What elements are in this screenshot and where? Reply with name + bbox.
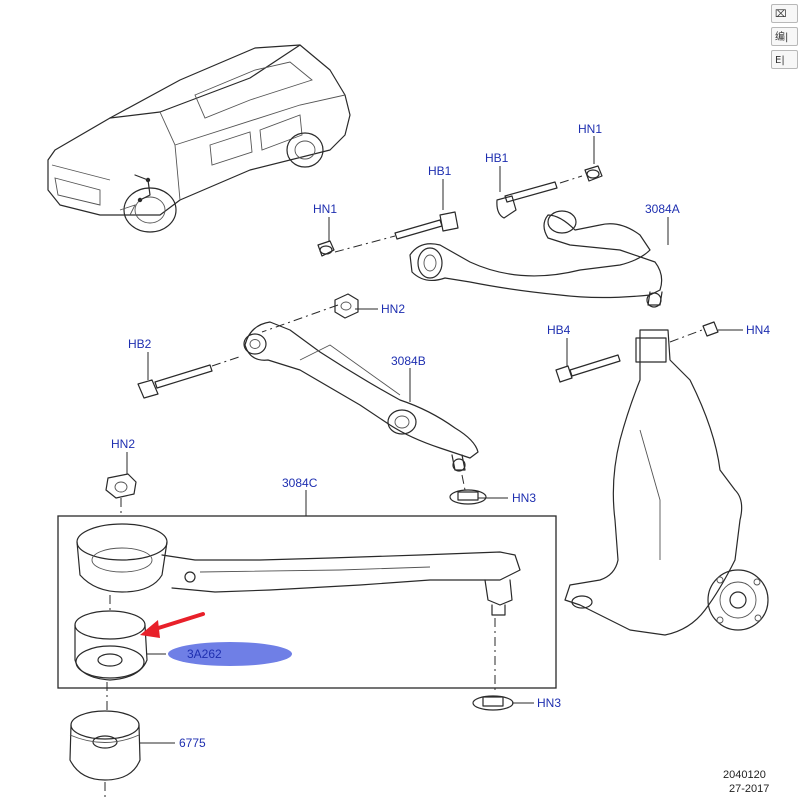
label-hb1-right: HB1 [485, 151, 509, 165]
vehicle-illustration [47, 44, 351, 233]
hn4-nut [669, 321, 719, 343]
label-hn2-top: HN2 [381, 302, 405, 316]
label-hb4: HB4 [547, 323, 571, 337]
label-3084b: 3084B [391, 354, 426, 368]
hn2-nut-top [334, 293, 359, 319]
label-hn1-left: HN1 [313, 202, 337, 216]
upper-control-arm [409, 210, 663, 308]
steering-knuckle [564, 329, 769, 636]
hb1-bolt-left [334, 211, 459, 253]
lower-control-arm-c [76, 523, 521, 690]
label-3a262: 3A262 [187, 647, 222, 661]
lower-control-arm-b [243, 304, 479, 472]
bushing-6775 [69, 682, 141, 800]
label-3084c: 3084C [282, 476, 318, 490]
hn2-nut-left [105, 473, 137, 516]
label-hn4: HN4 [746, 323, 770, 337]
bushing-label-highlight [168, 642, 292, 666]
hb2-bolt [137, 355, 243, 399]
footer-ref-line1: 2040120 [723, 769, 766, 781]
hn3-nut-bottom [472, 695, 514, 711]
label-6775: 6775 [179, 736, 206, 750]
bushing-3a262 [74, 595, 148, 681]
detail-frame [57, 515, 557, 689]
hn1-nut-right [584, 165, 603, 182]
side-button-panel: ⌧ 编| E| [771, 4, 800, 73]
label-hn3-bottom: HN3 [537, 696, 561, 710]
hn1-nut-left [317, 240, 335, 257]
footer-ref-line2: 27-2017 [729, 783, 769, 795]
label-hn1-right: HN1 [578, 122, 602, 136]
hb4-bolt [555, 354, 621, 383]
side-button-1[interactable]: ⌧ [771, 4, 798, 23]
label-hn3-top: HN3 [512, 491, 536, 505]
label-hn2-left: HN2 [111, 437, 135, 451]
red-pointer-arrow [140, 612, 205, 638]
label-hb1-left: HB1 [428, 164, 452, 178]
label-hb2: HB2 [128, 337, 152, 351]
hn3-nut-top [449, 474, 487, 505]
hb1-bolt-right [496, 175, 583, 219]
side-button-2[interactable]: 编| [771, 27, 798, 46]
side-button-3[interactable]: E| [771, 50, 798, 69]
leader-lines [126, 136, 743, 744]
label-3084a: 3084A [645, 202, 680, 216]
